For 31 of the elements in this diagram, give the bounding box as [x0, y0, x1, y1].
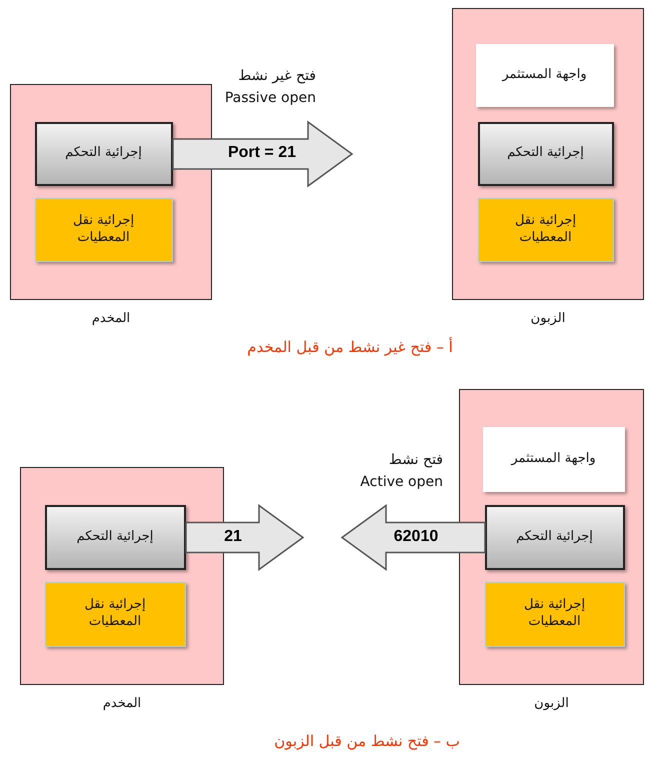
host-heading: الزبون [530, 311, 566, 326]
process-label: واجهة المستثمر [511, 450, 596, 468]
process-label: إجرائية التحكم [76, 528, 154, 546]
process-label: واجهة المستثمر [502, 66, 587, 84]
arrow-caption: Active open [360, 474, 443, 490]
host-heading: المخدم [102, 696, 142, 711]
user-interface-box [476, 44, 614, 106]
figure-caption: أ – فتح غير نشط من قبل المخدم [247, 338, 453, 356]
process-label: إجرائية نقل المعطيات [514, 212, 578, 246]
arrow-caption: فتح نشط [388, 452, 443, 468]
data-transfer-box [478, 198, 614, 262]
process-label: إجرائية نقل المعطيات [522, 597, 586, 631]
process-label: إجرائية نقل المعطيات [83, 597, 147, 631]
host-heading: الزبون [534, 696, 569, 711]
data-transfer-box [44, 582, 186, 646]
data-transfer-box [484, 582, 624, 646]
host-heading: المخدم [92, 311, 130, 326]
arrow-caption: فتح غير نشط [238, 68, 316, 84]
control-process-box [478, 122, 614, 186]
figure-caption: ب – فتح نشط من قبل الزبون [274, 732, 460, 750]
process-label: إجرائية نقل المعطيات [72, 212, 136, 246]
block-arrow [185, 504, 304, 571]
process-label: إجرائية التحكم [516, 528, 593, 546]
process-label: إجرائية التحكم [507, 145, 584, 162]
data-transfer-box [34, 198, 172, 262]
control-process-box [34, 122, 172, 186]
control-process-box [484, 504, 624, 570]
process-label: إجرائية التحكم [65, 145, 142, 162]
user-interface-box [482, 426, 624, 492]
control-process-box [44, 504, 186, 570]
arrow-caption: Passive open [224, 90, 316, 106]
